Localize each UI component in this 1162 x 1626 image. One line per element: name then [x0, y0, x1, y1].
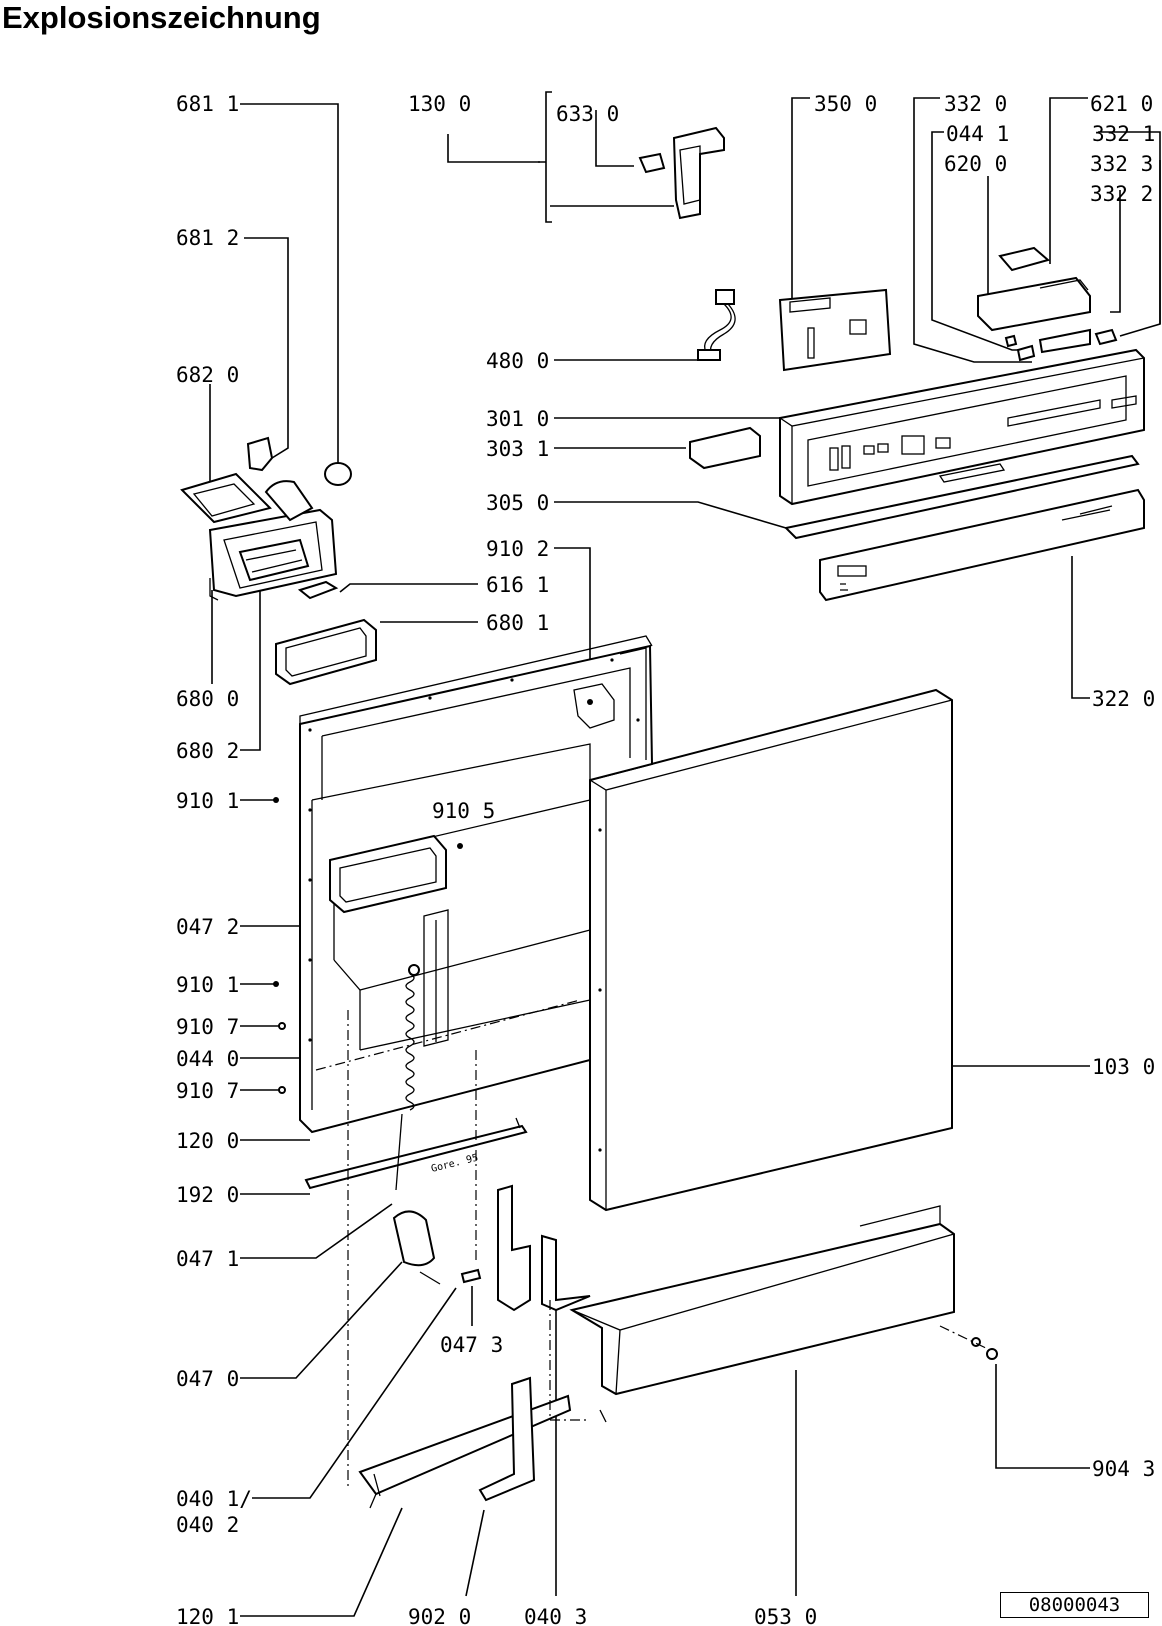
door-panel [589, 688, 953, 1212]
label-047-2: 047 2 [176, 915, 239, 939]
label-322-0: 322 0 [1092, 687, 1155, 711]
switch-modules [977, 246, 1118, 362]
label-910-7-bottom: 910 7 [176, 1079, 239, 1103]
label-332-2: 332 2 [1090, 182, 1153, 206]
kick-plate [569, 1205, 955, 1423]
control-panel-housing [779, 348, 1145, 506]
dispenser-seal [275, 618, 377, 686]
label-680-0: 680 0 [176, 687, 239, 711]
spring-pin [460, 1268, 482, 1284]
label-682-0: 682 0 [176, 363, 239, 387]
label-120-0: 120 0 [176, 1129, 239, 1153]
label-910-1-top: 910 1 [176, 789, 239, 813]
label-681-2: 681 2 [176, 226, 239, 250]
label-040-1: 040 1/ [176, 1487, 252, 1511]
label-040-2: 040 2 [176, 1513, 239, 1537]
label-910-5: 910 5 [432, 799, 495, 823]
part-number-labels: 681 1 130 0 633 0 350 0 332 0 621 0 044 … [176, 92, 1155, 1626]
door-hinge-assembly [638, 126, 725, 220]
label-616-1: 616 1 [486, 573, 549, 597]
label-681-1: 681 1 [176, 92, 239, 116]
label-904-3: 904 3 [1092, 1457, 1155, 1481]
label-130-0: 130 0 [408, 92, 471, 116]
document-number: 08000043 [1000, 1592, 1149, 1618]
rinse-aid-cap [324, 462, 352, 486]
dispenser-lever [297, 580, 339, 600]
label-332-3: 332 3 [1090, 152, 1153, 176]
label-332-1: 332 1 [1092, 122, 1155, 146]
label-044-0: 044 0 [176, 1047, 239, 1071]
label-301-0: 301 0 [486, 407, 549, 431]
label-120-1: 120 1 [176, 1605, 239, 1626]
label-040-3: 040 3 [524, 1605, 587, 1626]
fastener-screws [273, 797, 463, 1094]
label-633-0: 633 0 [556, 102, 619, 126]
inner-door-frame [299, 644, 654, 1134]
label-047-0: 047 0 [176, 1367, 239, 1391]
panel-trim-strip [783, 454, 1140, 540]
label-680-1: 680 1 [486, 611, 549, 635]
label-305-0: 305 0 [486, 491, 549, 515]
label-053-0: 053 0 [754, 1605, 817, 1626]
door-handle [689, 426, 761, 470]
label-192-0: 192 0 [176, 1183, 239, 1207]
label-350-0: 350 0 [814, 92, 877, 116]
label-103-0: 103 0 [1092, 1055, 1155, 1079]
door-spring [395, 964, 420, 1191]
spring-bracket [392, 1210, 441, 1285]
label-047-1: 047 1 [176, 1247, 239, 1271]
label-332-0: 332 0 [944, 92, 1007, 116]
label-910-2: 910 2 [486, 537, 549, 561]
label-480-0: 480 0 [486, 349, 549, 373]
wiring-harness [697, 289, 736, 361]
label-910-1-bottom: 910 1 [176, 973, 239, 997]
label-044-1: 044 1 [946, 122, 1009, 146]
dispenser-clip [246, 436, 274, 472]
label-620-0: 620 0 [944, 152, 1007, 176]
mounting-bracket-left [358, 1394, 572, 1509]
assembly-centre-lines [315, 999, 991, 1486]
electronic-control-board [778, 288, 892, 372]
label-910-7-top: 910 7 [176, 1015, 239, 1039]
label-621-0: 621 0 [1090, 92, 1153, 116]
door-gasket-frame [299, 635, 653, 760]
kick-plate-screws [971, 1337, 998, 1360]
label-303-1: 303 1 [486, 437, 549, 461]
hinge-plate [497, 1184, 591, 1312]
angle-bracket [478, 1376, 536, 1502]
label-680-2: 680 2 [176, 739, 239, 763]
control-fascia [819, 488, 1145, 602]
detergent-dispenser [180, 472, 338, 601]
page-title: Explosionszeichnung [2, 0, 321, 35]
label-047-3: 047 3 [440, 1333, 503, 1357]
label-902-0: 902 0 [408, 1605, 471, 1626]
lower-door-rail: Gore. 95 [304, 1117, 528, 1190]
